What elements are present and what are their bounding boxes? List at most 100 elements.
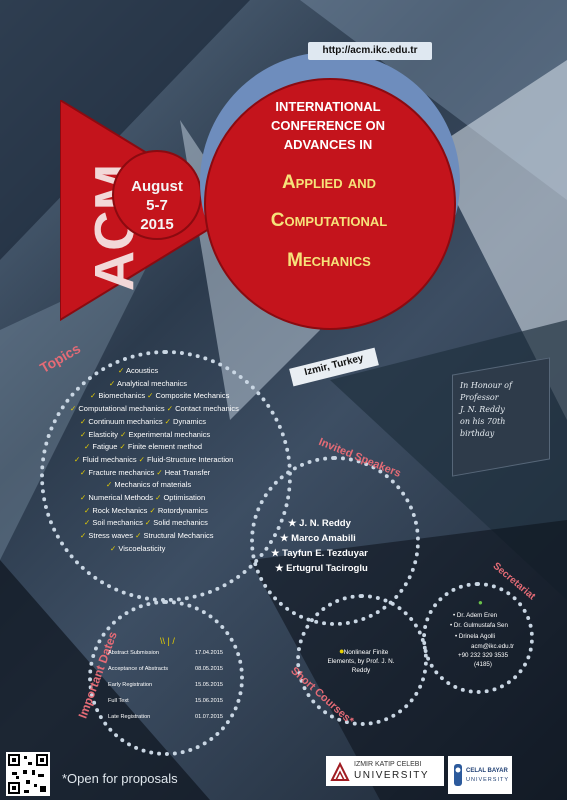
topic-item: Soil mechanics [92, 518, 143, 528]
bulb-icon: ● [339, 646, 345, 656]
topic-line: ✓ Acoustics [118, 366, 158, 375]
honour-line-2: Professor [460, 393, 499, 402]
checkmark-icon: ✓ [90, 391, 99, 401]
title-line-4: Applied and [281, 172, 377, 193]
speaker-1: ★ J. N. Reddy [288, 518, 351, 529]
ikcu-sub: UNIVERSITY [354, 770, 430, 781]
honour-line-5: birthday [460, 429, 495, 438]
checkmark-icon: ✓ [164, 416, 174, 426]
qr-code-icon [8, 754, 48, 794]
course-line-1: Nonlinear Finite [343, 649, 389, 656]
title-line-5: Computational [270, 210, 388, 231]
topic-line: ✓ Computational mechanics ✓ Contact mech… [70, 404, 239, 413]
qr-code[interactable] [6, 752, 50, 796]
checkmark-icon: ✓ [84, 505, 93, 515]
topic-item: Analytical mechanics [116, 378, 187, 388]
speaker-4: ★ Ertugrul Taciroglu [275, 563, 368, 574]
topic-item: Finite element method [127, 442, 203, 452]
topic-line: ✓ Analytical mechanics [109, 379, 187, 388]
checkmark-icon: ✓ [84, 442, 93, 452]
dates-circle [88, 600, 244, 756]
topic-line: ✓ Fatigue ✓ Finite element method [84, 442, 202, 451]
checkmark-icon: ✓ [120, 429, 129, 439]
ikcu-emblem-icon [330, 761, 350, 781]
ikcu-logo: IZMIR KATIP CELEBI UNIVERSITY [326, 756, 444, 786]
topic-item: Continuum mechanics [88, 416, 163, 426]
secretariat-line-3: • Drinela Agolli [455, 633, 496, 640]
checkmark-icon: ✓ [80, 429, 89, 439]
date-days: 5-7 [146, 197, 168, 214]
cbu-logo: CELAL BAYAR UNIVERSITY [448, 756, 512, 794]
secretariat-icon: ● [478, 598, 483, 607]
topic-line: ✓ Rock Mechanics ✓ Rotordynamics [84, 506, 208, 515]
checkmark-icon: ✓ [70, 404, 79, 414]
topic-item: Numerical Methods [88, 493, 153, 502]
topic-item: Dynamics [173, 416, 206, 426]
date-circle [112, 150, 202, 240]
secretariat-circle [422, 582, 534, 694]
course-line-3: Reddy [351, 667, 371, 674]
cbu-name: CELAL BAYAR [466, 768, 508, 774]
date-year: 2015 [140, 216, 174, 233]
title-line-6: Mechanics [287, 250, 371, 271]
topic-line: ✓ Numerical Methods ✓ Optimisation [80, 493, 205, 502]
cbu-sub: UNIVERSITY [466, 777, 510, 783]
checkmark-icon: ✓ [144, 518, 154, 528]
course-line-2: Elements, by Prof. J. N. [327, 658, 395, 665]
date-month: August [131, 178, 183, 195]
topic-line: ✓ Viscoelasticity [110, 544, 165, 553]
topic-item: Stress waves [88, 531, 133, 541]
secretariat-email[interactable]: acm@ikc.edu.tr [471, 643, 515, 650]
topic-item: Fluid-Structure Interaction [147, 454, 234, 464]
topic-line: ✓ Elasticity ✓ Experimental mechanics [80, 430, 210, 439]
ikcu-name: IZMIR KATIP CELEBI [354, 761, 422, 768]
topic-item: Fluid mechanics [82, 454, 137, 464]
title-line-1: INTERNATIONAL [275, 99, 381, 114]
speaker-2: ★ Marco Amabili [280, 533, 356, 544]
checkmark-icon: ✓ [156, 467, 165, 477]
secretariat-line-1: • Dr. Adem Eren [453, 612, 498, 619]
checkmark-icon: ✓ [80, 416, 89, 426]
conference-url[interactable]: http://acm.ikc.edu.tr [322, 45, 418, 56]
checkmark-icon: ✓ [138, 454, 148, 464]
topic-line: ✓ Biomechanics ✓ Composite Mechanics [90, 391, 229, 400]
topic-line: ✓ Stress waves ✓ Structural Mechanics [80, 531, 213, 540]
title-line-3: ADVANCES IN [283, 137, 373, 152]
topic-item: Biomechanics [98, 391, 146, 401]
topic-line: ✓ Continuum mechanics ✓ Dynamics [80, 417, 206, 426]
topic-item: Heat Transfer [164, 467, 211, 477]
url-banner[interactable] [308, 42, 432, 60]
topic-item: Experimental mechanics [128, 429, 211, 439]
topic-item: Composite Mechanics [155, 391, 230, 401]
honour-text: In Honour of Professor J. N. Reddy on hi… [460, 380, 550, 440]
checkmark-icon: ✓ [80, 493, 89, 502]
topic-item: Optimisation [163, 493, 206, 502]
secretariat-line-2: • Dr. Gulmustafa Sen [450, 622, 508, 629]
topic-item: Structural Mechanics [143, 531, 214, 541]
topic-item: Solid mechanics [153, 518, 208, 528]
checkmark-icon: ✓ [80, 467, 89, 477]
topic-item: Contact mechanics [175, 404, 239, 414]
course-text: Nonlinear Finite Elements, by Prof. J. N… [316, 648, 406, 675]
checkmark-icon: ✓ [74, 454, 83, 464]
topic-item: Elasticity [88, 429, 118, 439]
honour-line-4: on his 70th [460, 417, 506, 426]
checkmark-icon: ✓ [119, 442, 128, 452]
checkmark-icon: ✓ [118, 366, 126, 375]
checkmark-icon: ✓ [155, 493, 164, 502]
footnote: *Open for proposals [62, 771, 178, 786]
honour-line-3: J. N. Reddy [460, 405, 505, 414]
title-line-2: CONFERENCE ON [270, 118, 386, 133]
checkmark-icon: ✓ [149, 505, 158, 515]
title-circle [204, 78, 456, 330]
topic-line: ✓ Soil mechanics ✓ Solid mechanics [84, 518, 208, 527]
topic-item: Viscoelasticity [118, 543, 166, 553]
topic-item: Rock Mechanics [92, 505, 148, 515]
checkmark-icon: ✓ [135, 531, 144, 541]
speaker-3: ★ Tayfun E. Tezduyar [271, 548, 368, 559]
